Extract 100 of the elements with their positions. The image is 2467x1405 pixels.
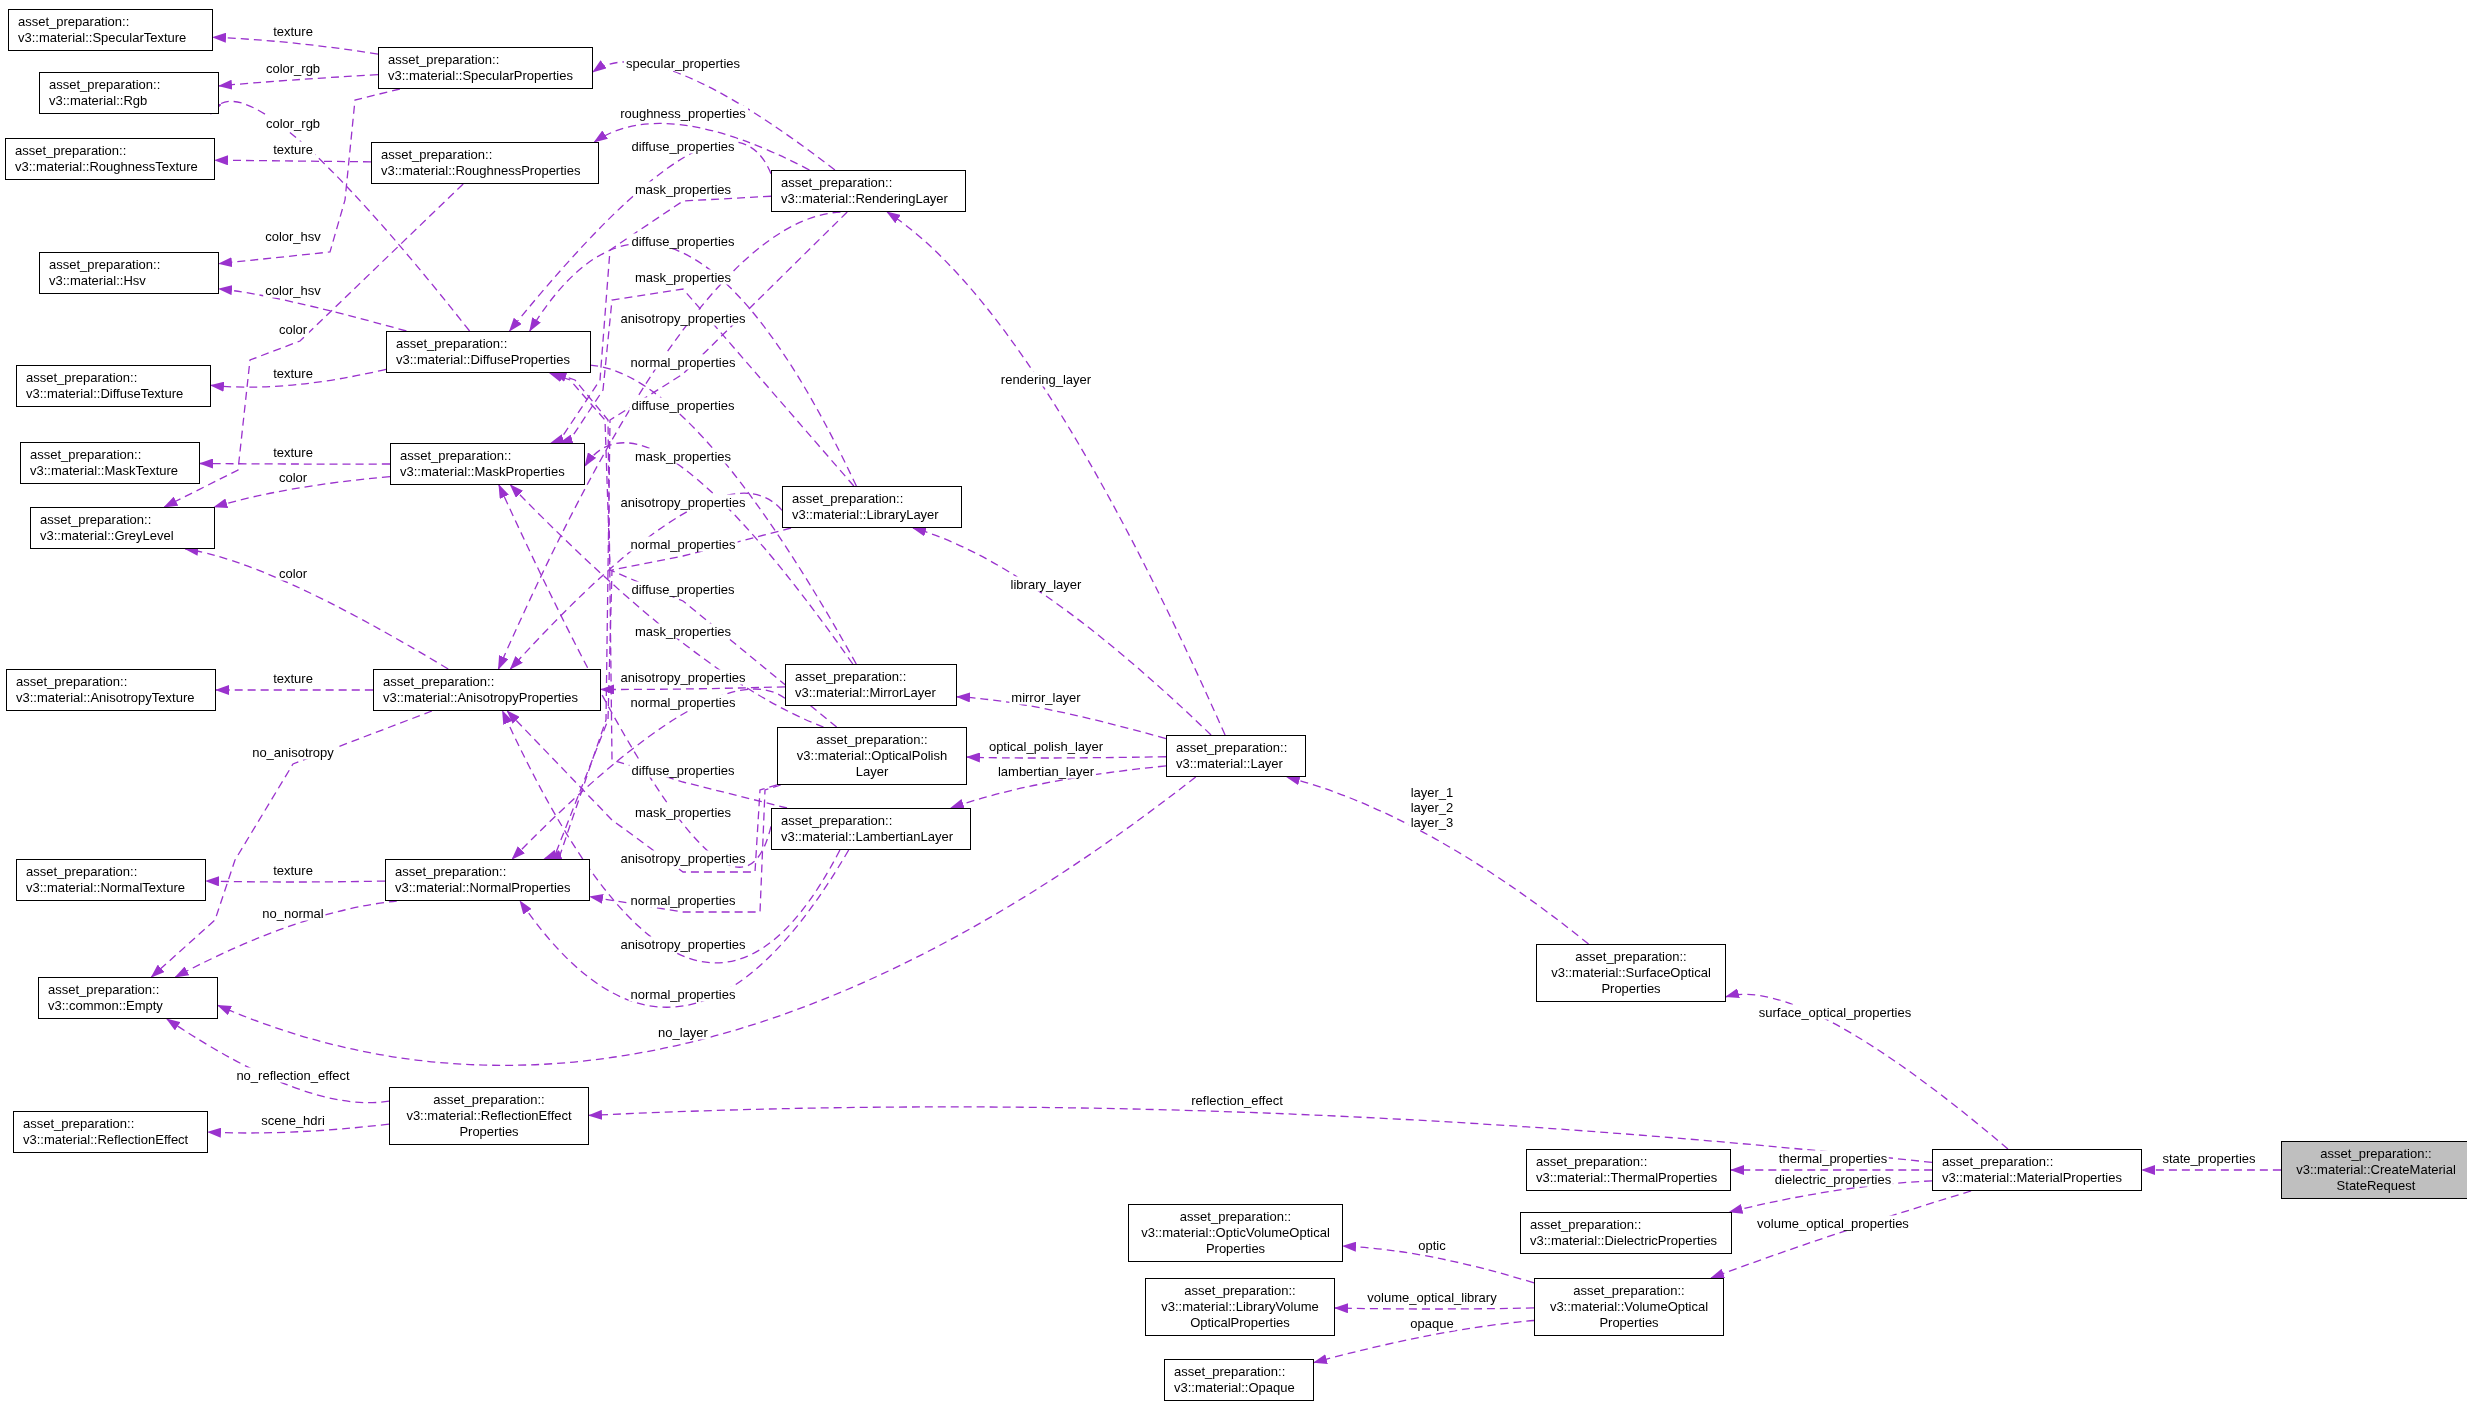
class-name: asset_preparation:: v3::material::MaskTexture — [30, 447, 180, 479]
class-box — [785, 664, 957, 706]
dashed-arrow — [509, 484, 825, 728]
dashed-arrow — [949, 765, 1167, 809]
edge-label: normal_properties — [628, 354, 738, 370]
dashed-arrow — [163, 183, 464, 508]
class-box — [1128, 1204, 1343, 1262]
edge-label: mask_properties — [632, 623, 734, 639]
edge-label: anisotropy_properties — [618, 850, 748, 866]
class-name: asset_preparation:: v3::material::LibraryVolume OpticalProperties — [1160, 1283, 1320, 1331]
dashed-arrow — [589, 784, 782, 913]
dashed-arrow — [218, 74, 379, 90]
edge-label: diffuse_properties — [629, 762, 737, 778]
class-name: asset_preparation:: v3::material::OpticVolumeOptical Properties — [1140, 1209, 1331, 1257]
edge-label: rendering_layer — [998, 371, 1094, 387]
class-name: asset_preparation:: v3::material::ReflectionEffect — [23, 1116, 190, 1148]
class-name: asset_preparation:: v3::material::Rgb — [49, 77, 162, 109]
dashed-arrow — [166, 1018, 390, 1104]
class-box — [373, 669, 601, 711]
class-box — [1536, 944, 1726, 1002]
class-name: asset_preparation:: v3::material::AnisotropyProperties — [383, 674, 580, 706]
class-box — [20, 442, 200, 484]
dashed-arrow — [584, 442, 854, 665]
dashed-arrow — [213, 475, 391, 509]
dashed-arrow — [174, 900, 398, 978]
edge-label: anisotropy_properties — [618, 494, 748, 510]
class-box — [2281, 1141, 2467, 1199]
class-name: asset_preparation:: v3::material::SurfaceOptical Properties — [1550, 949, 1712, 997]
class-name: asset_preparation:: v3::material::Opaque — [1174, 1364, 1296, 1396]
dashed-arrow — [218, 285, 408, 332]
class-box — [5, 138, 215, 180]
edge-label: no_reflection_effect — [234, 1067, 352, 1083]
dashed-arrow — [498, 484, 772, 868]
class-name: asset_preparation:: v3::material::LambertianLayer — [781, 813, 954, 845]
edge-label: normal_properties — [628, 986, 738, 1002]
class-name: asset_preparation:: v3::material::DiffuseProperties — [396, 336, 571, 368]
class-name: asset_preparation:: v3::material::SpecularProperties — [388, 52, 574, 84]
dashed-arrow — [199, 458, 391, 469]
edge-label: normal_properties — [628, 536, 738, 552]
dashed-arrow — [1728, 1180, 1933, 1214]
edge-label: thermal_properties — [1776, 1150, 1890, 1166]
dashed-arrow — [511, 688, 786, 860]
class-name: asset_preparation:: v3::material::NormalProperties — [395, 864, 572, 896]
edge-label: anisotropy_properties — [618, 669, 748, 685]
class-box — [771, 808, 971, 850]
class-name: asset_preparation:: v3::common::Empty — [48, 982, 164, 1014]
edge-label: no_anisotropy — [250, 744, 336, 760]
class-box — [371, 142, 599, 184]
class-name: asset_preparation:: v3::material::CreateMaterial StateRequest — [2295, 1146, 2457, 1194]
dashed-arrow — [912, 527, 1212, 736]
dashed-arrow — [509, 492, 783, 670]
class-box — [771, 170, 966, 212]
edge-label: surface_optical_properties — [1756, 1004, 1914, 1020]
dashed-arrow — [1334, 1303, 1535, 1314]
dashed-arrow — [593, 122, 811, 171]
edge-label: volume_optical_properties — [1755, 1215, 1911, 1231]
class-name: asset_preparation:: v3::material::NormalTexture — [26, 864, 186, 896]
dashed-arrow — [550, 195, 772, 444]
edge-label: mask_properties — [632, 269, 734, 285]
class-box — [39, 72, 219, 114]
edge-label: anisotropy_properties — [618, 310, 748, 326]
edge-label: mask_properties — [632, 448, 734, 464]
class-name: asset_preparation:: v3::material::SpecularTexture — [18, 14, 188, 46]
class-name: asset_preparation:: v3::material::Hsv — [49, 257, 162, 289]
dashed-arrow — [529, 243, 857, 487]
dashed-arrow — [207, 1123, 390, 1138]
class-name: asset_preparation:: v3::material::ThermalProperties — [1536, 1154, 1719, 1186]
class-box — [386, 331, 591, 373]
dashed-arrow — [519, 849, 850, 1008]
class-name: asset_preparation:: v3::material::RoughnessProperties — [381, 147, 582, 179]
dashed-arrow — [600, 684, 786, 695]
class-box — [38, 977, 218, 1019]
dashed-arrow — [1313, 1319, 1535, 1365]
dashed-arrow — [218, 88, 401, 268]
dashed-arrow — [1342, 1241, 1535, 1284]
class-box — [385, 859, 590, 901]
dashed-arrow — [506, 710, 778, 873]
class-name: asset_preparation:: v3::material::GreyLevel — [40, 512, 175, 544]
class-name: asset_preparation:: v3::material::MaterialProperties — [1942, 1154, 2123, 1186]
edge-label: texture — [271, 141, 315, 157]
class-name: asset_preparation:: v3::material::AnisotropyTexture — [16, 674, 196, 706]
dashed-arrow — [214, 155, 372, 166]
class-name: asset_preparation:: v3::material::DiffuseTexture — [26, 370, 185, 402]
edge-label: diffuse_properties — [629, 233, 737, 249]
class-name: asset_preparation:: v3::material::LibraryLayer — [792, 491, 940, 523]
class-box — [1164, 1359, 1314, 1401]
dashed-arrow — [210, 368, 387, 392]
edge-label: mask_properties — [632, 181, 734, 197]
dashed-arrow — [543, 527, 792, 860]
dashed-arrow — [1730, 1165, 1933, 1175]
class-box — [8, 9, 213, 51]
class-name: asset_preparation:: v3::material::RenderingLayer — [781, 175, 949, 207]
edge-label: roughness_properties — [618, 105, 748, 121]
class-name: asset_preparation:: v3::material::DielectricProperties — [1530, 1217, 1719, 1249]
class-name: asset_preparation:: v3::material::MaskProperties — [400, 448, 566, 480]
dashed-arrow — [956, 692, 1167, 740]
edge-label: library_layer — [1008, 576, 1084, 592]
class-box — [389, 1087, 589, 1145]
dashed-arrow — [588, 1106, 1933, 1164]
class-name: asset_preparation:: v3::material::RoughnessTexture — [15, 143, 199, 175]
